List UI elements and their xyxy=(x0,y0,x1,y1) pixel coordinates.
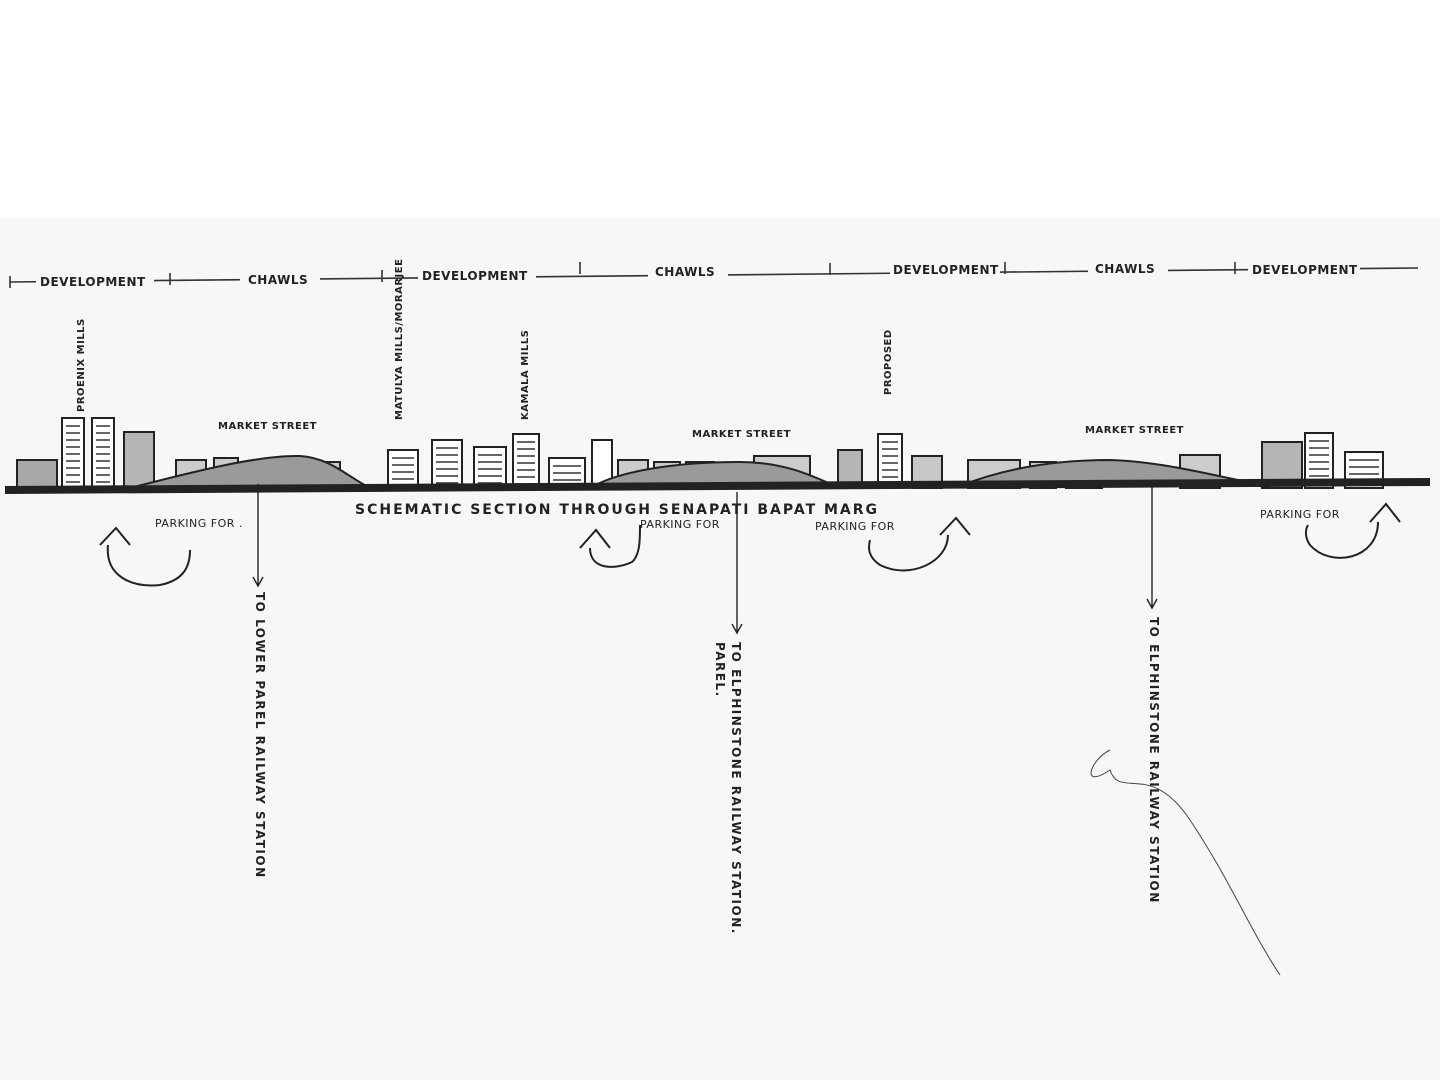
building-label-kamala-mills: KAMALA MILLS xyxy=(520,330,531,420)
market-street-label: MARKET STREET xyxy=(1085,425,1184,436)
building xyxy=(387,449,419,489)
market-street-label: MARKET STREET xyxy=(692,429,791,440)
building xyxy=(61,417,85,489)
pen-stroke xyxy=(1090,749,1281,976)
building-label-proposed: PROPOSED xyxy=(883,329,894,395)
market-street-label: MARKET STREET xyxy=(218,421,317,432)
parking-arrow-icon xyxy=(99,502,1401,587)
chawl-mounds xyxy=(129,454,1271,489)
building xyxy=(473,446,507,489)
building xyxy=(123,431,155,489)
parking-label: PARKING FOR xyxy=(640,518,720,531)
destination-elphinstone-parel: TO ELPHINSTONE RAILWAY STATION. xyxy=(729,642,743,935)
building-label-phoenix-mills: PROENIX MILLS xyxy=(76,318,87,412)
ground-line xyxy=(5,478,1430,494)
zone-label: DEVELOPMENT xyxy=(40,275,146,289)
zone-label: CHAWLS xyxy=(248,273,308,287)
building xyxy=(512,433,540,489)
zone-label: CHAWLS xyxy=(1095,262,1155,276)
zone-label: CHAWLS xyxy=(655,265,715,279)
destination-elphinstone-parel-line2: PAREL. xyxy=(713,642,727,698)
destination-lower-parel: TO LOWER PAREL RAILWAY STATION xyxy=(253,592,267,879)
station-arrow-icon xyxy=(252,484,1158,635)
zone-label: DEVELOPMENT xyxy=(422,269,528,283)
destination-elphinstone: TO ELPHINSTONE RAILWAY STATION xyxy=(1147,617,1161,904)
parking-label: PARKING FOR . xyxy=(155,517,243,530)
parking-label: PARKING FOR xyxy=(815,520,895,533)
sketch-paper xyxy=(0,218,1440,1080)
building-label-matulya-mills: MATULYA MILLS/MORARJEE xyxy=(394,259,405,420)
zone-label: DEVELOPMENT xyxy=(1252,263,1358,277)
building xyxy=(431,439,463,489)
zone-label: DEVELOPMENT xyxy=(893,263,999,277)
building xyxy=(91,417,115,489)
section-title: SCHEMATIC SECTION THROUGH SENAPATI BAPAT… xyxy=(355,502,879,518)
building xyxy=(16,459,58,489)
parking-label: PARKING FOR xyxy=(1260,508,1340,521)
